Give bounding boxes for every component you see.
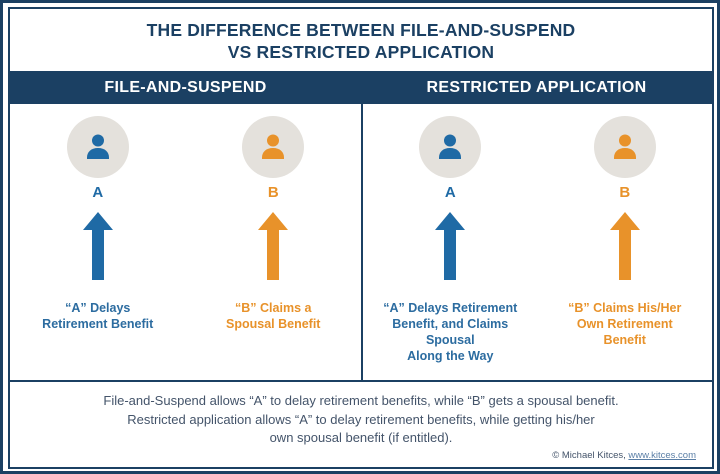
up-arrow-icon — [433, 210, 467, 288]
caption-line: Benefit, and Claims Spousal — [392, 317, 509, 347]
caption-line: “A” Delays — [65, 301, 131, 315]
person-icon — [242, 116, 305, 178]
person-letter-b: B — [267, 184, 279, 201]
caption-a: “A” Delays Retirement Benefit — [42, 300, 153, 332]
caption-line: “B” Claims a — [235, 301, 312, 315]
person-column-b: B “B” Claims His/Her Own Retirement Bene… — [538, 116, 713, 380]
summary-block: File-and-Suspend allows “A” to delay ret… — [10, 382, 712, 467]
panel-restricted-application: A “A” Delays Retirement Benefit, and Cla… — [361, 104, 712, 380]
title-line-2: VS RESTRICTED APPLICATION — [227, 42, 495, 62]
caption-b: “B” Claims His/Her Own Retirement Benefi… — [568, 300, 681, 348]
person-column-a: A “A” Delays Retirement Benefit, and Cla… — [363, 116, 538, 380]
credit-line: © Michael Kitces, www.kitces.com — [552, 450, 696, 461]
summary-line-2: Restricted application allows “A” to del… — [127, 411, 595, 427]
caption-line: Along the Way — [407, 349, 494, 363]
caption-line: Own Retirement — [576, 317, 673, 331]
person-letter-a: A — [92, 184, 104, 201]
column-header-restricted-application: RESTRICTED APPLICATION — [426, 78, 647, 96]
caption-b: “B” Claims a Spousal Benefit — [226, 300, 320, 332]
up-arrow-icon — [608, 210, 642, 288]
caption-line: Retirement Benefit — [42, 317, 154, 331]
caption-line: “B” Claims His/Her — [568, 301, 682, 315]
caption-line: Benefit — [603, 333, 646, 347]
column-header-bar: FILE-AND-SUSPEND RESTRICTED APPLICATION — [10, 71, 712, 104]
comparison-panels: A “A” Delays Retirement Benefit — [10, 104, 712, 382]
copyright-text: © Michael Kitces, — [552, 450, 626, 461]
caption-line: “A” Delays Retirement — [383, 301, 518, 315]
caption-a: “A” Delays Retirement Benefit, and Claim… — [369, 300, 532, 364]
person-letter-a: A — [444, 184, 456, 201]
title-line-1: THE DIFFERENCE BETWEEN FILE-AND-SUSPEND — [146, 20, 576, 40]
person-letter-b: B — [619, 184, 631, 201]
person-icon — [419, 116, 482, 178]
panel-file-and-suspend: A “A” Delays Retirement Benefit — [10, 104, 361, 380]
summary-line-3: own spousal benefit (if entitled). — [269, 430, 453, 445]
column-header-file-and-suspend: FILE-AND-SUSPEND — [104, 78, 267, 96]
up-arrow-icon — [256, 210, 290, 288]
infographic-frame: THE DIFFERENCE BETWEEN FILE-AND-SUSPEND … — [8, 7, 714, 469]
caption-line: Spousal Benefit — [226, 317, 321, 331]
summary-line-1: File-and-Suspend allows “A” to delay ret… — [103, 393, 619, 408]
person-icon — [66, 116, 129, 178]
person-column-b: B “B” Claims a Spousal Benefit — [186, 116, 362, 380]
up-arrow-icon — [81, 210, 115, 288]
person-column-a: A “A” Delays Retirement Benefit — [10, 116, 186, 380]
page-title: THE DIFFERENCE BETWEEN FILE-AND-SUSPEND … — [10, 9, 712, 71]
kitces-website-link[interactable]: www.kitces.com — [628, 450, 696, 461]
person-icon — [593, 116, 656, 178]
